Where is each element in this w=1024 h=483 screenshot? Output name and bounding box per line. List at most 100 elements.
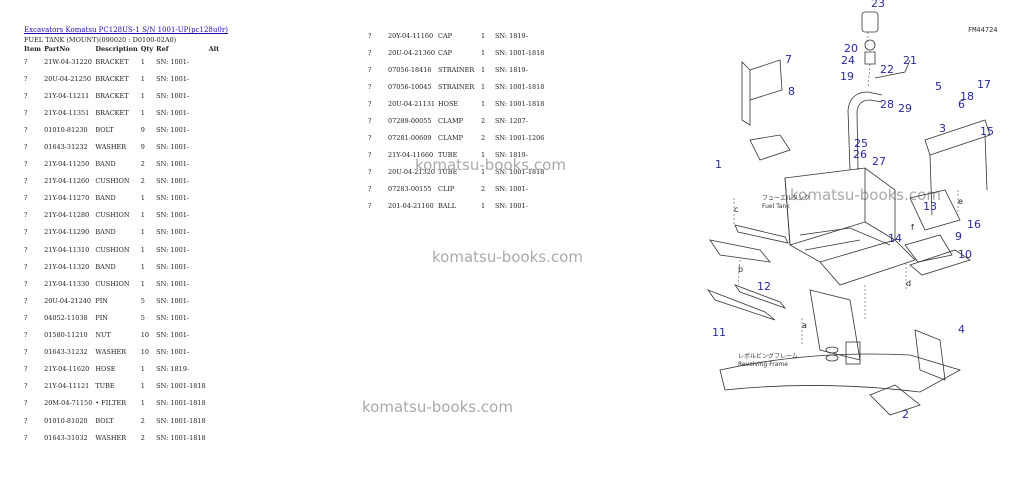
reference-letter-d: d <box>906 279 911 288</box>
watermark: komatsu-books.com <box>432 248 583 266</box>
cell-ref: SN: 1001- <box>156 177 190 186</box>
callout-19: 19 <box>840 70 854 83</box>
cell-part: 201-04-21160 <box>388 202 434 211</box>
header-ref: Ref <box>156 44 169 53</box>
cell-desc: BOLT <box>95 125 114 134</box>
cell-desc: CUSHION <box>95 279 130 288</box>
cell-qty: 2 <box>480 117 486 126</box>
cell-ref: SN: 1819- <box>156 365 190 374</box>
cell-item: ? <box>24 433 28 442</box>
callout-18: 18 <box>960 90 974 103</box>
cell-part: 01643-31232 <box>44 143 88 152</box>
reference-letter-c: c <box>734 205 738 214</box>
callout-12: 12 <box>757 280 771 293</box>
cell-part: 07056-18416 <box>388 65 432 74</box>
cell-desc: BAND <box>95 160 116 169</box>
callout-8: 8 <box>788 85 795 98</box>
cell-item: ? <box>368 31 372 40</box>
cell-qty: 1 <box>140 194 145 203</box>
cell-qty: 10 <box>140 331 149 340</box>
cell-part: 01010-81020 <box>44 416 88 425</box>
callout-24: 24 <box>841 54 855 67</box>
assembly-title: FUEL TANK (MOUNT)(090020 : D0100-02A0) <box>24 36 177 44</box>
cell-part: 20M-04-71150 <box>44 399 93 408</box>
cell-desc: BAND <box>95 262 116 271</box>
cell-item: ? <box>24 279 28 288</box>
fuel-tank-shape <box>784 167 896 263</box>
cell-part: 07289-00055 <box>388 117 432 126</box>
parts-table-left: Item PartNo Description Qty Ref Alt ?21W… <box>24 44 222 446</box>
callout-28: 28 <box>880 98 894 111</box>
cell-part: 21Y-04-11620 <box>44 365 90 374</box>
cell-ref: SN: 1001-1818 <box>156 399 206 408</box>
cell-part: 20Y-04-11160 <box>388 31 434 40</box>
header-part-no: PartNo <box>44 44 70 53</box>
callout-1: 1 <box>715 158 722 171</box>
cell-desc: CLIP <box>437 185 455 194</box>
cell-desc: WASHER <box>95 433 127 442</box>
jp-fuel-tank-label: フューエルタンク <box>762 194 810 202</box>
fuel-tank-edges <box>784 168 896 246</box>
cell-item: ? <box>368 82 372 91</box>
cell-item: ? <box>24 160 28 169</box>
cell-qty: 1 <box>480 99 486 108</box>
callout-16: 16 <box>967 218 981 231</box>
cell-item: ? <box>24 108 28 117</box>
cell-item: ? <box>24 57 28 66</box>
callout-23: 23 <box>871 0 885 10</box>
cell-qty: 1 <box>480 151 486 160</box>
cell-ref: SN: 1001-1818 <box>494 82 545 91</box>
watermark: komatsu-books.com <box>790 186 941 204</box>
cell-item: ? <box>368 99 372 108</box>
cell-part: 20U-04-21320 <box>388 168 435 177</box>
cell-item: ? <box>368 151 372 160</box>
cell-desc: NUT <box>95 331 111 340</box>
cell-qty: 1 <box>140 74 145 83</box>
cell-part: 20U-04-21240 <box>44 296 92 305</box>
cell-item: ? <box>24 211 28 220</box>
watermark: komatsu-books.com <box>362 398 513 416</box>
revolving-frame-shape <box>719 353 962 393</box>
cell-part: 21Y-04-11211 <box>44 91 90 100</box>
band-shape <box>709 239 771 263</box>
callout-29: 29 <box>898 102 912 115</box>
callout-17: 17 <box>977 78 991 91</box>
cap-shape <box>861 11 879 33</box>
cell-desc: TUBE <box>95 382 115 391</box>
cell-item: ? <box>368 48 372 57</box>
cell-ref: SN: 1001- <box>156 91 190 100</box>
cell-part: 21Y-04-11310 <box>44 245 90 254</box>
cell-item: ? <box>24 331 28 340</box>
breadcrumb-link[interactable]: Excavators Komatsu PC128US-1 S/N 1001-UP… <box>24 26 228 34</box>
cell-part: 21Y-04-11660 <box>388 151 434 160</box>
cell-qty: 2 <box>140 433 145 442</box>
callout-27: 27 <box>872 155 886 168</box>
cell-item: ? <box>368 65 372 74</box>
jp-revolving-frame-label: レボルビングフレーム <box>738 352 798 360</box>
cell-part: 20U-04-21250 <box>44 74 92 83</box>
cell-ref: SN: 1001- <box>156 125 190 134</box>
exploded-parts-diagram: FM44724 フューエルタンク Fuel Tank レボルビングフレーム Re… <box>706 0 998 421</box>
cell-ref: SN: 1001- <box>156 348 190 357</box>
fuel-tank-label: Fuel Tank <box>762 203 790 210</box>
bracket-shape <box>741 61 751 126</box>
cell-desc: CLAMP <box>437 134 463 143</box>
cell-item: ? <box>24 74 28 83</box>
cell-desc: PIN <box>95 296 108 305</box>
cell-part: 01580-11210 <box>44 331 88 340</box>
cell-item: ? <box>368 134 372 143</box>
cell-part: 04052-11038 <box>44 313 88 322</box>
cell-part: 21Y-04-11351 <box>44 108 90 117</box>
callout-14: 14 <box>888 232 902 245</box>
